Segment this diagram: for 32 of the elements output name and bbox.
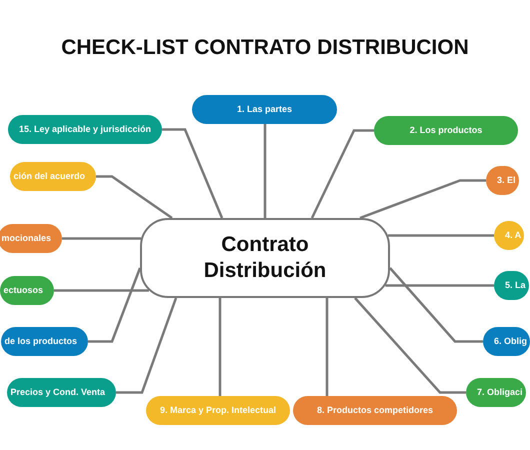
topic-pill: 7. Obligaci (466, 378, 526, 407)
connector-line (116, 298, 178, 394)
topic-pill: 2. Los productos (374, 116, 518, 145)
topic-pill: 3. El (486, 166, 519, 195)
connector-line (218, 298, 222, 396)
connector-line (389, 267, 483, 343)
topic-pill: 4. A (494, 221, 524, 250)
connector-line (54, 289, 149, 292)
topic-pill: mocionales (0, 224, 62, 253)
connector-line (354, 297, 466, 394)
connector-line (162, 128, 224, 218)
topic-pill: 6. Oblig (483, 327, 530, 356)
topic-pill: de los productos (1, 327, 88, 356)
connector-line (264, 124, 266, 218)
diagram-title: CHECK-LIST CONTRATO DISTRIBUCION (60, 36, 470, 60)
topic-pill: 9. Marca y Prop. Intelectual (146, 396, 290, 425)
connector-line (360, 179, 486, 220)
topic-pill: ectuosos (0, 276, 54, 305)
topic-pill: 5. La (494, 271, 529, 300)
connector-line (385, 284, 494, 287)
connector-line (310, 129, 374, 219)
connector-line (326, 298, 328, 396)
topic-pill: ción del acuerdo (10, 162, 96, 191)
connector-line (88, 268, 142, 343)
topic-pill: Precios y Cond. Venta (7, 378, 116, 407)
connector-line (96, 175, 173, 220)
topic-pill: 15. Ley aplicable y jurisdicción (8, 115, 162, 144)
topic-pill: 8. Productos competidores (293, 396, 457, 425)
central-topic-box: Contrato Distribución (140, 218, 390, 298)
connector-line (388, 234, 494, 237)
topic-pill: 1. Las partes (192, 95, 337, 124)
connector-line (62, 237, 142, 240)
